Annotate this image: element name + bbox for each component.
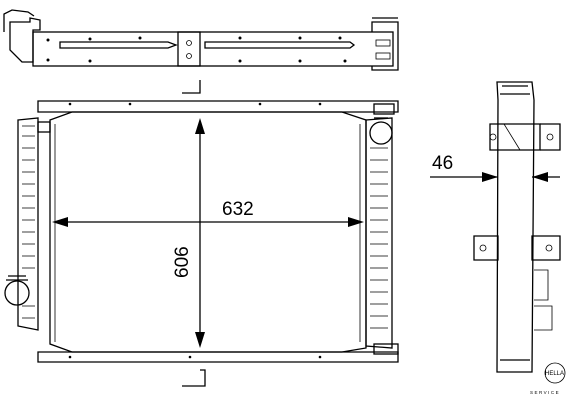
logo-brand: HELLA — [545, 371, 564, 377]
height-dimension: 606 — [172, 118, 205, 348]
height-label: 606 — [172, 246, 193, 278]
front-view: 632 606 — [4, 80, 399, 387]
depth-label: 46 — [432, 153, 453, 174]
side-view: 46 — [430, 81, 561, 373]
width-dimension: 632 — [52, 199, 364, 227]
hella-service-logo: HELLA SERVICE — [530, 362, 566, 395]
top-view — [3, 9, 399, 71]
logo-tagline: SERVICE — [530, 390, 560, 395]
depth-dimension: 46 — [430, 153, 560, 182]
width-label: 632 — [222, 199, 254, 220]
